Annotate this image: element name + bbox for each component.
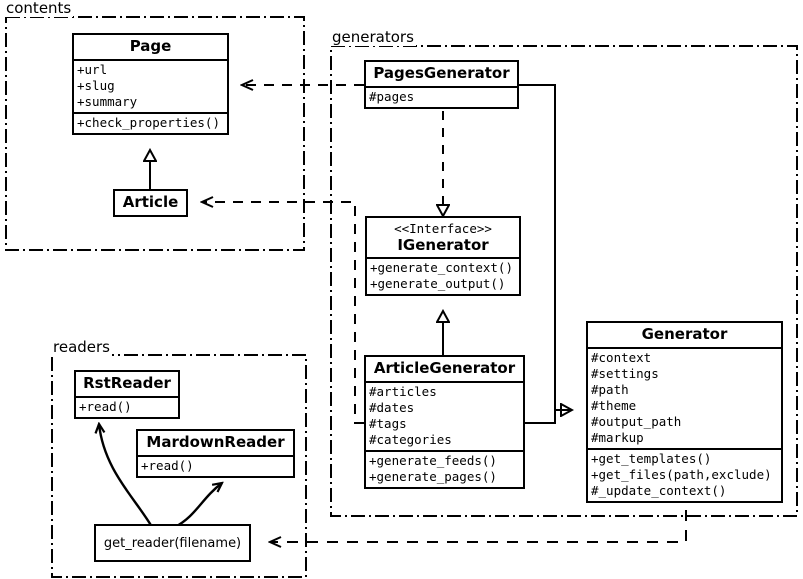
attribute-settings: #settings	[591, 366, 659, 381]
class-methods-section-mardown-reader: +read()	[138, 457, 293, 476]
class-name-section-generator: Generator	[588, 323, 781, 349]
attribute-output-path: #output_path	[591, 414, 682, 429]
attribute-categories: #categories	[369, 432, 452, 447]
package-label-generators: generators	[330, 28, 416, 46]
method-generate-output: +generate_output()	[370, 276, 506, 291]
class-name-section-mardown-reader: MardownReader	[138, 431, 293, 457]
function-label-get-reader: get_reader(filename)	[103, 535, 242, 551]
class-methods-section-rst-reader: +read()	[76, 398, 178, 417]
class-name-section-article: Article	[115, 191, 186, 215]
class-attributes-section-page: +url +slug +summary	[74, 61, 227, 114]
class-methods-section-article-generator: +generate_feeds() +generate_pages()	[366, 452, 523, 487]
class-box-mardown-reader[interactable]: MardownReader +read()	[136, 429, 295, 478]
class-name-section-rst-reader: RstReader	[76, 372, 178, 398]
edge-articlegenerator-to-generator	[525, 409, 572, 424]
package-border-readers	[51, 354, 307, 578]
class-stereotype-igenerator: <<Interface>>	[394, 221, 492, 236]
class-box-article-generator[interactable]: ArticleGenerator #articles #dates #tags …	[364, 355, 525, 489]
class-title-rst-reader: RstReader	[83, 374, 171, 392]
attribute-summary: +summary	[77, 94, 138, 109]
edge-getreader-to-rstreader	[99, 424, 154, 528]
class-box-article[interactable]: Article	[113, 189, 188, 217]
class-title-page: Page	[129, 37, 172, 55]
package-border-generators	[330, 45, 798, 517]
method-get-templates: +get_templates()	[591, 451, 712, 466]
class-title-article-generator: ArticleGenerator	[373, 359, 516, 377]
method-generate-pages: +generate_pages()	[369, 469, 497, 484]
class-title-igenerator: IGenerator	[397, 236, 489, 254]
method-get-files: +get_files(path,exclude)	[591, 467, 772, 482]
attribute-url: +url	[77, 62, 108, 77]
method-update-context: #_update_context()	[591, 483, 727, 498]
class-name-section-pages-generator: PagesGenerator	[366, 62, 517, 88]
class-title-article: Article	[122, 193, 179, 211]
class-title-pages-generator: PagesGenerator	[373, 64, 510, 82]
method-generate-feeds: +generate_feeds()	[369, 453, 497, 468]
method-read-mardown: +read()	[141, 458, 194, 473]
attribute-path: #path	[591, 382, 629, 397]
attribute-slug: +slug	[77, 78, 115, 93]
attribute-context: #context	[591, 350, 652, 365]
attribute-articles: #articles	[369, 384, 437, 399]
class-methods-section-page: +check_properties()	[74, 114, 227, 133]
package-label-contents: contents	[4, 0, 74, 17]
attribute-pages: #pages	[369, 89, 415, 104]
class-box-page[interactable]: Page +url +slug +summary +check_properti…	[72, 33, 229, 135]
class-title-generator: Generator	[641, 325, 728, 343]
class-box-igenerator[interactable]: <<Interface>> IGenerator +generate_conte…	[365, 216, 521, 296]
class-box-rst-reader[interactable]: RstReader +read()	[74, 370, 180, 419]
function-box-get-reader[interactable]: get_reader(filename)	[94, 524, 251, 562]
edge-generator-depends-getreader	[270, 510, 687, 542]
class-attributes-section-article-generator: #articles #dates #tags #categories	[366, 383, 523, 452]
class-attributes-section-pages-generator: #pages	[366, 88, 517, 107]
class-box-pages-generator[interactable]: PagesGenerator #pages	[364, 60, 519, 109]
class-name-section-page: Page	[74, 35, 227, 61]
attribute-dates: #dates	[369, 400, 415, 415]
edge-articlegenerator-depends-article	[202, 202, 364, 424]
class-methods-section-igenerator: +generate_context() +generate_output()	[367, 259, 519, 294]
package-border-contents	[5, 16, 305, 251]
class-methods-section-generator: +get_templates() +get_files(path,exclude…	[588, 450, 781, 501]
edge-getreader-to-mardownreader	[174, 483, 222, 529]
class-name-section-igenerator: <<Interface>> IGenerator	[367, 218, 519, 259]
class-name-section-article-generator: ArticleGenerator	[366, 357, 523, 383]
attribute-tags: #tags	[369, 416, 407, 431]
method-read-rst: +read()	[79, 399, 132, 414]
class-attributes-section-generator: #context #settings #path #theme #output_…	[588, 349, 781, 450]
method-generate-context: +generate_context()	[370, 260, 513, 275]
attribute-theme: #theme	[591, 398, 637, 413]
method-check-properties: +check_properties()	[77, 115, 220, 130]
class-box-generator[interactable]: Generator #context #settings #path #them…	[586, 321, 783, 503]
package-label-readers: readers	[51, 338, 112, 356]
class-title-mardown-reader: MardownReader	[146, 433, 285, 451]
attribute-markup: #markup	[591, 430, 644, 445]
edge-pagesgenerator-to-generator	[519, 84, 572, 410]
